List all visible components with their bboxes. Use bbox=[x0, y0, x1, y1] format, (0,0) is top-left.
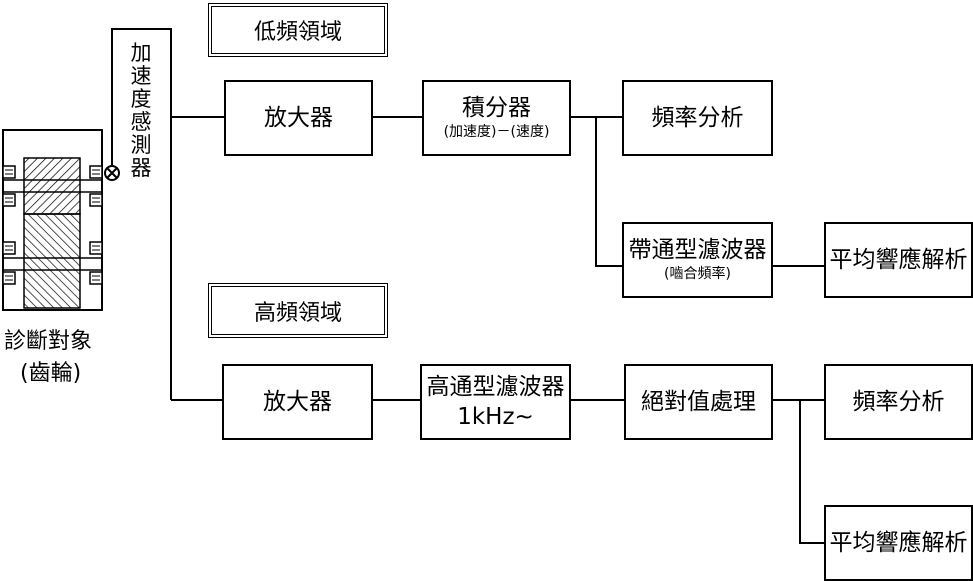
abs-value-box: 絕對值處理 bbox=[624, 364, 773, 440]
integrator-label: 積分器 bbox=[462, 95, 531, 121]
abs-value-label: 絕對值處理 bbox=[641, 389, 756, 415]
sensor-char: 測 bbox=[130, 133, 152, 157]
high-amplifier-box: 放大器 bbox=[222, 364, 373, 440]
high-avg-response-label: 平均響應解析 bbox=[829, 530, 968, 556]
integrator-sublabel: (加速度)－(速度) bbox=[443, 124, 550, 140]
high-frequency-region-label: 高頻領域 bbox=[208, 283, 388, 338]
sensor-symbol bbox=[104, 165, 120, 181]
accelerometer-label: 加 速 度 感 測 器 bbox=[127, 42, 155, 180]
highpass-filter-sublabel: 1kHz~ bbox=[457, 404, 534, 430]
low-amplifier-label: 放大器 bbox=[264, 105, 333, 131]
bandpass-filter-box: 帶通型濾波器 (嚙合頻率) bbox=[622, 222, 773, 298]
target-label-line2: (齒輪) bbox=[20, 361, 82, 386]
gear-target-drawing bbox=[2, 129, 103, 311]
bandpass-filter-sublabel: (嚙合頻率) bbox=[664, 266, 731, 282]
high-avg-response-box: 平均響應解析 bbox=[824, 505, 973, 581]
sensor-char: 度 bbox=[130, 87, 152, 111]
sensor-char: 速 bbox=[130, 64, 152, 88]
high-amplifier-label: 放大器 bbox=[263, 389, 332, 415]
high-region-text: 高頻領域 bbox=[253, 300, 342, 326]
highpass-filter-box: 高通型濾波器 1kHz~ bbox=[420, 364, 571, 440]
line-integrator-bandpass bbox=[595, 117, 622, 267]
low-freq-analysis-label: 頻率分析 bbox=[651, 105, 744, 131]
high-freq-analysis-label: 頻率分析 bbox=[852, 389, 945, 415]
low-avg-response-label: 平均響應解析 bbox=[829, 247, 968, 273]
line-abs-avg bbox=[799, 400, 824, 544]
low-avg-response-box: 平均響應解析 bbox=[824, 222, 973, 298]
low-region-text: 低頻領域 bbox=[253, 20, 342, 45]
sensor-char: 器 bbox=[130, 156, 152, 180]
sensor-char: 感 bbox=[130, 110, 152, 134]
sensor-lead-line bbox=[111, 28, 172, 400]
highpass-filter-label: 高通型濾波器 bbox=[426, 374, 565, 400]
bandpass-filter-label: 帶通型濾波器 bbox=[628, 237, 767, 263]
high-freq-analysis-box: 頻率分析 bbox=[824, 364, 973, 440]
integrator-box: 積分器 (加速度)－(速度) bbox=[422, 80, 571, 156]
low-amplifier-box: 放大器 bbox=[224, 80, 373, 156]
target-label-line1: 診斷對象 bbox=[4, 329, 93, 354]
low-freq-analysis-box: 頻率分析 bbox=[622, 80, 773, 156]
low-frequency-region-label: 低頻領域 bbox=[208, 3, 388, 57]
sensor-char: 加 bbox=[130, 41, 152, 65]
